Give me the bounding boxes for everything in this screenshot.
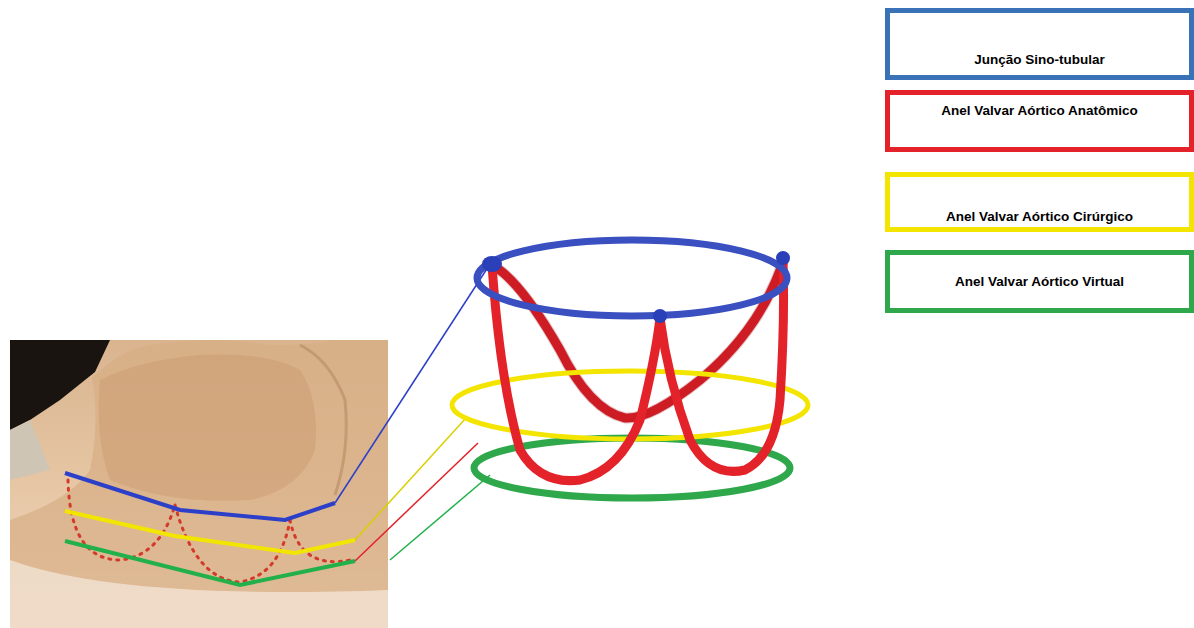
- legend-label: Junção Sino-tubular: [890, 52, 1189, 67]
- legend-box: Anel Valvar Aórtico Anatômico: [885, 90, 1194, 152]
- legend-box: Junção Sino-tubular: [885, 8, 1194, 80]
- legend-box: Anel Valvar Aórtico Virtual: [885, 250, 1194, 313]
- legend-label: Anel Valvar Aórtico Cirúrgico: [890, 209, 1189, 224]
- legend-label: Anel Valvar Aórtico Virtual: [890, 274, 1189, 289]
- legend-label: Anel Valvar Aórtico Anatômico: [890, 103, 1189, 118]
- specimen-photo: [10, 340, 388, 628]
- legend-box: Anel Valvar Aórtico Cirúrgico: [885, 172, 1194, 232]
